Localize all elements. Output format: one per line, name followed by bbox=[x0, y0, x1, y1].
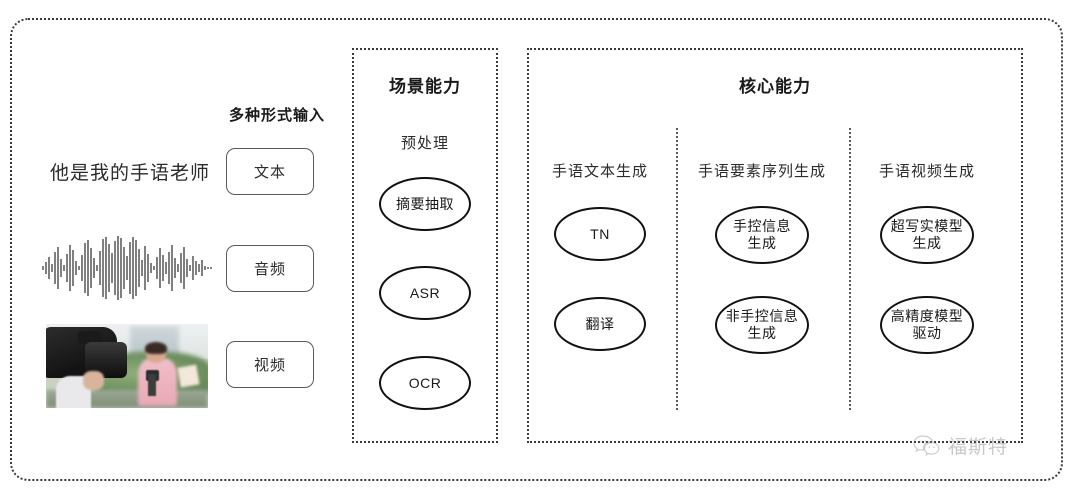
node-label-line-1: 超写实模型 bbox=[890, 218, 964, 235]
node-non-manual-information-generation[interactable]: 非手控信息 生成 bbox=[715, 296, 809, 354]
node-abstract-extraction[interactable]: 摘要抽取 bbox=[379, 177, 471, 231]
node-photorealistic-model-generation[interactable]: 超写实模型 生成 bbox=[880, 206, 974, 264]
node-translation[interactable]: 翻译 bbox=[554, 297, 646, 351]
input-chip-audio[interactable]: 音频 bbox=[226, 245, 314, 292]
watermark: 福斯特 bbox=[912, 432, 1008, 459]
input-chip-text[interactable]: 文本 bbox=[226, 148, 314, 195]
node-ocr[interactable]: OCR bbox=[379, 356, 471, 410]
node-label-line-1: 非手控信息 bbox=[725, 308, 799, 325]
node-label: 翻译 bbox=[585, 315, 615, 332]
thumb-reporter-body bbox=[138, 357, 178, 407]
node-label-line-2: 生成 bbox=[747, 325, 777, 341]
thumb-microphone bbox=[148, 374, 157, 397]
video-thumbnail-image bbox=[46, 324, 208, 408]
thumb-reporter-hair bbox=[144, 341, 168, 355]
core-column-heading-sign-text-generation: 手语文本生成 bbox=[551, 163, 648, 180]
node-label-line-2: 驱动 bbox=[912, 325, 942, 341]
watermark-text: 福斯特 bbox=[948, 437, 1009, 458]
node-label-line-1: 手控信息 bbox=[733, 218, 791, 235]
scene-capability-panel: 场景能力 bbox=[352, 48, 498, 443]
scene-capability-title: 场景能力 bbox=[389, 77, 461, 96]
node-manual-information-generation[interactable]: 手控信息 生成 bbox=[715, 206, 809, 264]
core-capability-title: 核心能力 bbox=[739, 77, 811, 96]
node-label: TN bbox=[590, 225, 610, 242]
input-chip-video[interactable]: 视频 bbox=[226, 341, 314, 388]
node-label: ASR bbox=[409, 284, 441, 301]
thumb-operator-hand bbox=[83, 371, 105, 390]
audio-waveform-icon bbox=[42, 236, 212, 300]
node-label-line-1: 高精度模型 bbox=[890, 308, 964, 325]
node-high-precision-model-driving[interactable]: 高精度模型 驱动 bbox=[880, 296, 974, 354]
scene-subheading-preprocess: 预处理 bbox=[400, 135, 449, 152]
node-label-line-2: 生成 bbox=[747, 235, 777, 251]
diagram-outer-frame bbox=[10, 18, 1063, 481]
core-capability-panel: 核心能力 bbox=[527, 48, 1023, 443]
thumb-camera-hood bbox=[78, 330, 102, 345]
core-column-heading-sign-element-sequence-generation: 手语要素序列生成 bbox=[697, 163, 826, 180]
node-label-line-2: 生成 bbox=[912, 235, 942, 251]
node-tn[interactable]: TN bbox=[554, 207, 646, 261]
node-label: OCR bbox=[408, 374, 442, 391]
core-column-divider-1 bbox=[676, 128, 678, 410]
sample-sentence-text: 他是我的手语老师 bbox=[49, 163, 210, 184]
node-asr[interactable]: ASR bbox=[379, 266, 471, 320]
thumb-notebook bbox=[177, 364, 200, 388]
node-label: 摘要抽取 bbox=[396, 195, 454, 212]
core-column-divider-2 bbox=[849, 128, 851, 410]
input-section-heading: 多种形式输入 bbox=[228, 107, 325, 124]
core-column-heading-sign-video-generation: 手语视频生成 bbox=[878, 163, 975, 180]
wechat-icon bbox=[913, 434, 940, 456]
